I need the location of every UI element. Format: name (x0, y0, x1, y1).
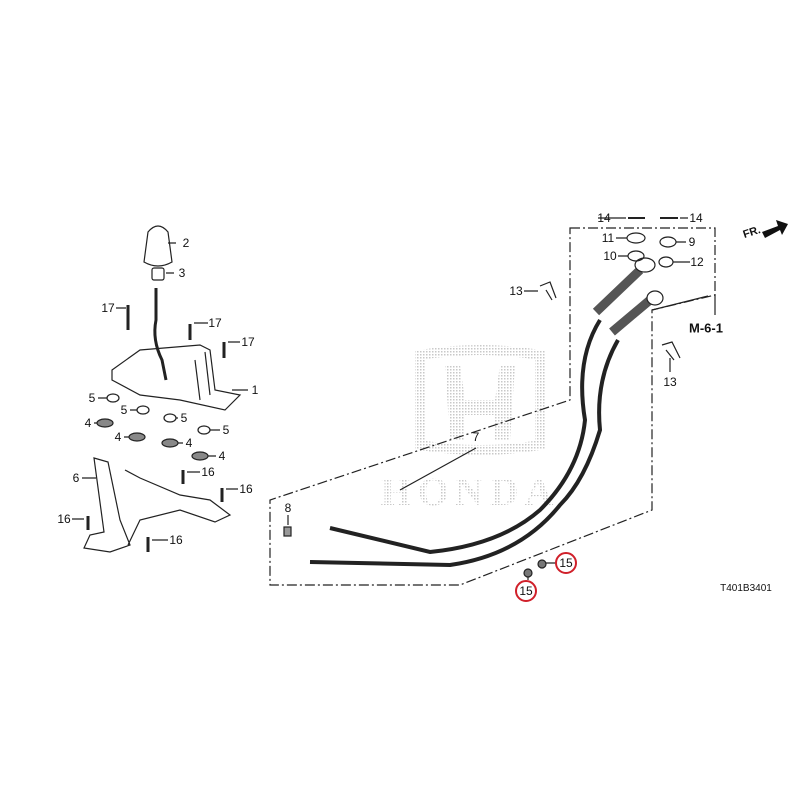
callout-part-17[interactable]: 17 (208, 316, 222, 330)
diagram-code: T401B3401 (720, 583, 772, 594)
bracket (83, 457, 232, 553)
callout-part-5[interactable]: 5 (180, 411, 188, 425)
callout-part-17[interactable]: 17 (101, 301, 115, 315)
callout-part-5[interactable]: 5 (222, 423, 230, 437)
callout-part-17[interactable]: 17 (241, 335, 255, 349)
callout-part-9[interactable]: 9 (688, 235, 696, 249)
shift-cable (329, 318, 602, 555)
callout-part-6[interactable]: 6 (72, 471, 80, 485)
callout-part-15[interactable]: 15 (555, 552, 577, 574)
callout-part-2[interactable]: 2 (182, 236, 190, 250)
callout-part-7[interactable]: 7 (472, 430, 480, 444)
callout-part-11[interactable]: 11 (601, 231, 615, 245)
callout-part-12[interactable]: 12 (690, 255, 704, 269)
select-cable (309, 339, 620, 568)
callout-part-13[interactable]: 13 (509, 284, 523, 298)
callout-part-16[interactable]: 16 (201, 465, 215, 479)
callout-part-3[interactable]: 3 (178, 266, 186, 280)
callout-part-15[interactable]: 15 (515, 580, 537, 602)
callout-part-8[interactable]: 8 (284, 501, 292, 515)
callout-part-5[interactable]: 5 (120, 403, 128, 417)
callout-part-14[interactable]: 14 (689, 211, 703, 225)
assembly-boundary (269, 227, 716, 586)
shifter-base (111, 344, 242, 411)
reference-label[interactable]: M-6-1 (689, 320, 723, 336)
callout-part-16[interactable]: 16 (169, 533, 183, 547)
callout-part-4[interactable]: 4 (84, 416, 92, 430)
knob-bushing (151, 267, 165, 281)
callout-part-4[interactable]: 4 (114, 430, 122, 444)
shift-knob (143, 225, 173, 267)
honda-watermark: HONDA (381, 345, 560, 514)
grommets (96, 393, 211, 461)
callout-part-16[interactable]: 16 (239, 482, 253, 496)
svg-text:HONDA: HONDA (381, 469, 560, 514)
callout-part-5[interactable]: 5 (88, 391, 96, 405)
bolts (86, 305, 226, 552)
callout-part-16[interactable]: 16 (57, 512, 71, 526)
callout-part-4[interactable]: 4 (218, 449, 226, 463)
callout-part-10[interactable]: 10 (603, 249, 617, 263)
callout-part-4[interactable]: 4 (185, 436, 193, 450)
callout-part-14[interactable]: 14 (597, 211, 611, 225)
callout-part-1[interactable]: 1 (251, 383, 259, 397)
callout-part-13[interactable]: 13 (663, 375, 677, 389)
